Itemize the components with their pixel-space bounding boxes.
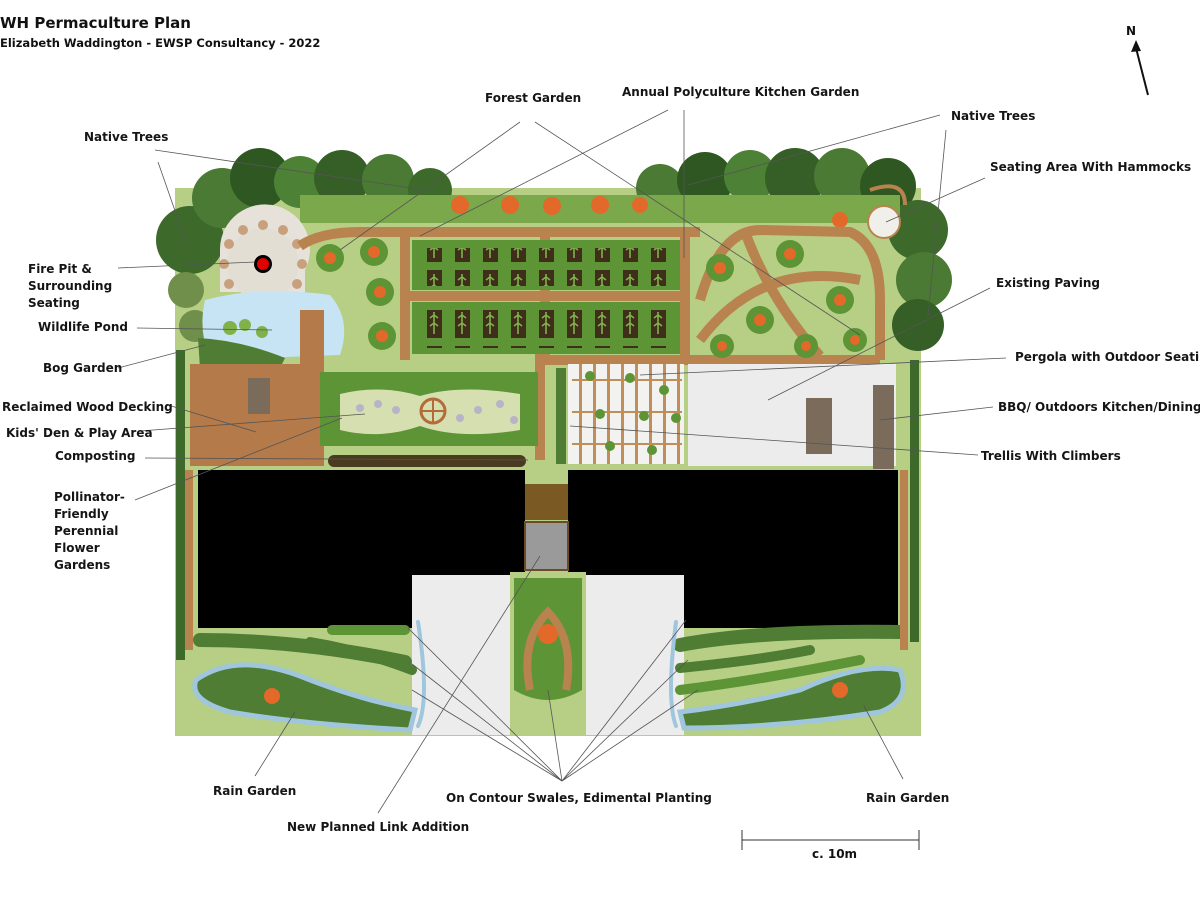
label-seating-hammocks: Seating Area With Hammocks — [990, 160, 1192, 174]
reclaimed-wood-decking — [190, 310, 324, 466]
existing-paving — [688, 364, 896, 469]
link-addition — [524, 484, 569, 571]
label-annual-polyculture: Annual Polyculture Kitchen Garden — [622, 85, 860, 99]
label-swales: On Contour Swales, Edimental Planting — [446, 791, 712, 805]
contour-swales — [193, 620, 907, 728]
north-arrow-icon — [1131, 40, 1149, 96]
side-hedges — [176, 350, 919, 660]
forest-garden-strip — [300, 195, 900, 228]
label-rain-garden-right: Rain Garden — [866, 791, 950, 805]
label-fire-pit: Fire Pit & Surrounding Seating — [28, 262, 113, 310]
plan-title: WH Permaculture Plan — [0, 14, 191, 32]
plan-subtitle: Elizabeth Waddington - EWSP Consultancy … — [0, 36, 321, 50]
label-native-trees-right: Native Trees — [951, 109, 1036, 123]
central-front-bed — [510, 572, 586, 736]
north-letter: N — [1126, 24, 1137, 38]
label-forest-garden: Forest Garden — [485, 91, 582, 105]
label-bog-garden: Bog Garden — [43, 361, 123, 375]
label-wildlife-pond: Wildlife Pond — [38, 320, 128, 334]
label-native-trees-left: Native Trees — [84, 130, 169, 144]
forest-garden-shrubs — [316, 238, 867, 358]
label-rain-garden-left: Rain Garden — [213, 784, 297, 798]
leader-lines — [117, 109, 1007, 814]
label-composting: Composting — [55, 449, 136, 463]
bog-garden — [198, 338, 285, 368]
label-pergola: Pergola with Outdoor Seating — [1015, 350, 1200, 364]
label-pollinator-gardens: Pollinator-Friendly Perennial Flower Gar… — [54, 490, 125, 572]
kitchen-garden-beds — [412, 240, 680, 354]
trellis-with-climbers — [556, 364, 684, 464]
label-trellis: Trellis With Climbers — [981, 449, 1121, 463]
hammock-seating — [867, 184, 907, 239]
front-paving — [412, 575, 684, 735]
fire-pit-area — [219, 204, 310, 300]
label-existing-paving: Existing Paving — [996, 276, 1100, 290]
rain-garden-right — [676, 665, 906, 731]
house-footprint — [198, 470, 898, 628]
label-kids-den: Kids' Den & Play Area — [6, 426, 153, 440]
label-link-addition: New Planned Link Addition — [287, 820, 470, 834]
rain-garden-left — [192, 662, 419, 733]
scale-label: c. 10m — [812, 847, 858, 861]
composting-strip — [328, 455, 526, 467]
label-bbq: BBQ/ Outdoors Kitchen/Dining — [998, 400, 1200, 414]
scale-bar — [741, 830, 920, 850]
kids-den-play-area — [320, 372, 538, 446]
label-reclaimed-decking: Reclaimed Wood Decking — [2, 400, 173, 414]
